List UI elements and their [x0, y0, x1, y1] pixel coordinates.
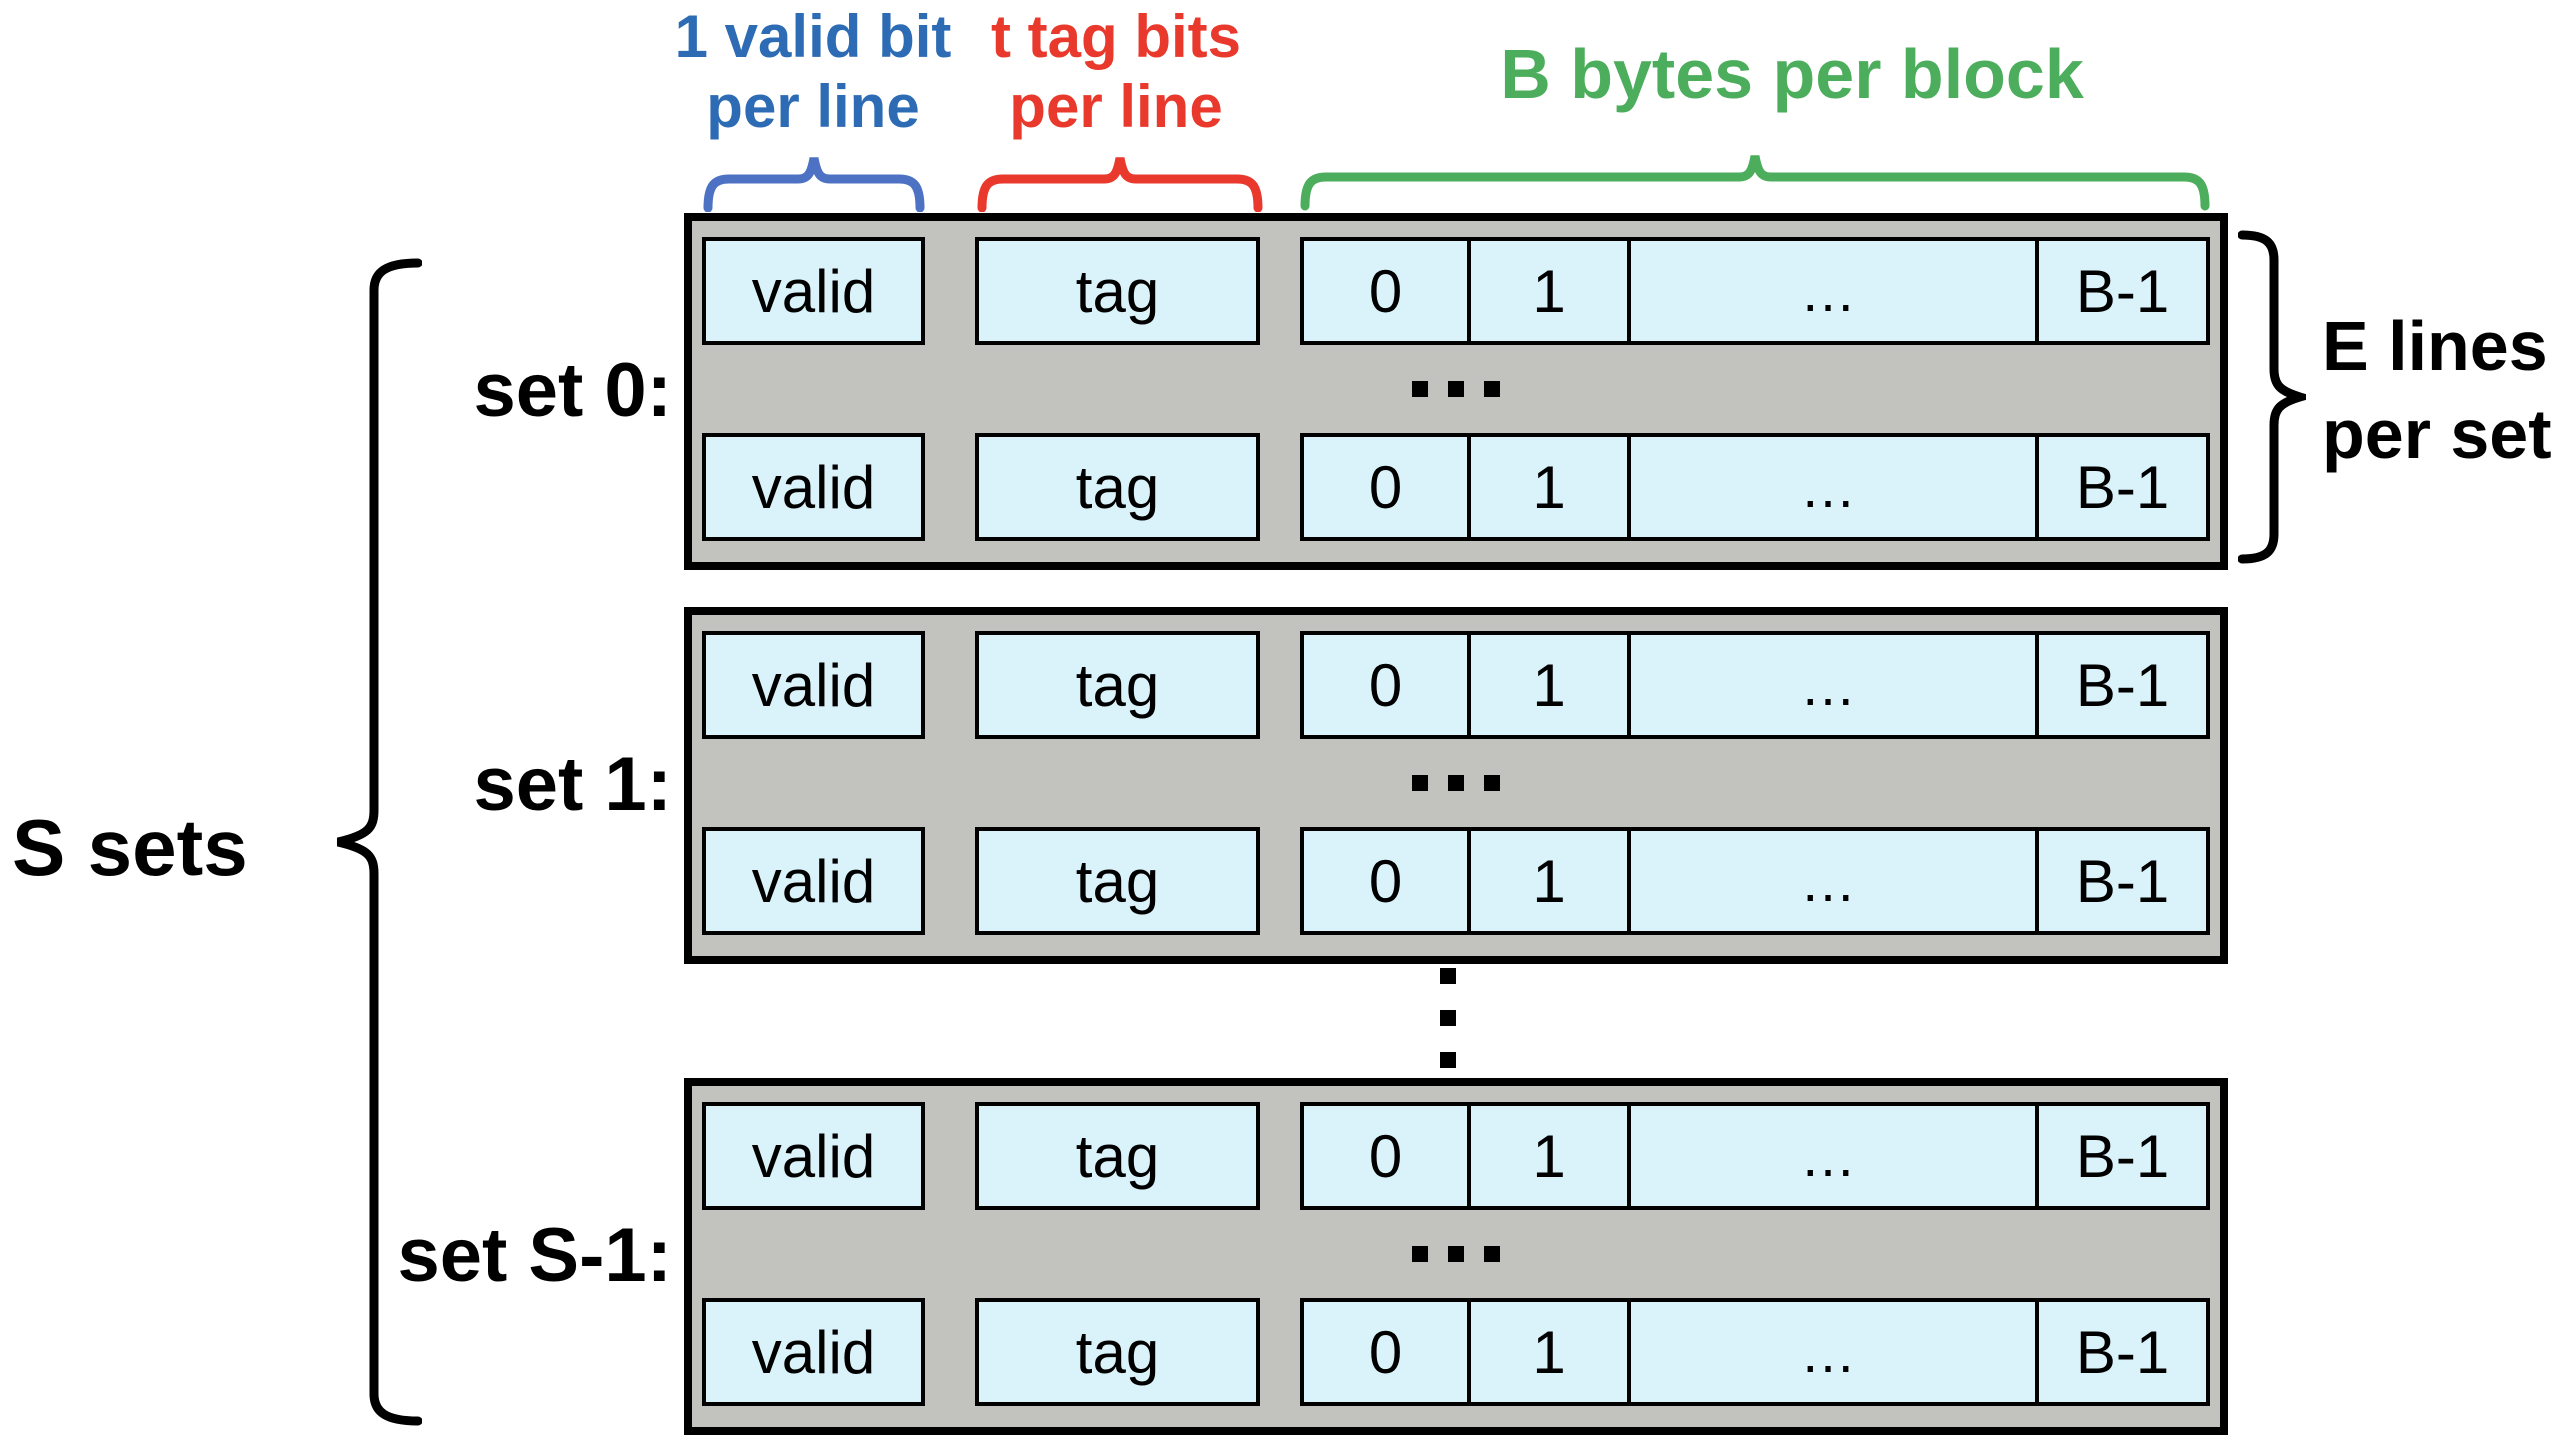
byte-0-cell: 0 — [1300, 433, 1471, 541]
block-brace-icon — [1300, 155, 2210, 211]
ellipsis-dot — [1484, 775, 1500, 791]
tag-cell: tag — [975, 1298, 1260, 1406]
cache-line: valid tag 0 1 … B-1 — [692, 827, 2220, 935]
ellipsis-dot — [1484, 381, 1500, 397]
e-lines-label-line2: per set — [2322, 395, 2552, 473]
byte-ellipsis-cell: … — [1627, 1102, 2039, 1210]
byte-b-1-cell: B-1 — [2035, 631, 2210, 739]
ellipsis-dot — [1440, 1010, 1456, 1026]
e-lines-label-line1: E lines — [2322, 307, 2548, 385]
byte-b-1-cell: B-1 — [2035, 1102, 2210, 1210]
byte-ellipsis-cell: … — [1627, 827, 2039, 935]
valid-cell: valid — [702, 433, 925, 541]
s-sets-label: S sets — [12, 803, 248, 892]
ellipsis-dot — [1484, 1246, 1500, 1262]
ellipsis-dot — [1412, 775, 1428, 791]
byte-1-cell: 1 — [1467, 631, 1631, 739]
tag-cell: tag — [975, 1102, 1260, 1210]
valid-cell: valid — [702, 1298, 925, 1406]
byte-1-cell: 1 — [1467, 433, 1631, 541]
byte-ellipsis-cell: … — [1627, 1298, 2039, 1406]
tag-cell: tag — [975, 827, 1260, 935]
byte-0-cell: 0 — [1300, 631, 1471, 739]
set-1-label: set 1: — [473, 742, 672, 827]
e-lines-label: E lines per set — [2322, 302, 2552, 478]
s-sets-brace-icon — [336, 258, 422, 1426]
ellipsis-dot — [1448, 1246, 1464, 1262]
block-bytes-group: 0 1 … B-1 — [1300, 631, 2210, 739]
set-s-1-label: set S-1: — [397, 1213, 672, 1298]
byte-1-cell: 1 — [1467, 1298, 1631, 1406]
byte-ellipsis-cell: … — [1627, 433, 2039, 541]
e-lines-brace-icon — [2238, 230, 2306, 564]
ellipsis-dot — [1448, 381, 1464, 397]
set-s-1-box: valid tag 0 1 … B-1 valid tag 0 1 … B-1 — [684, 1078, 2228, 1435]
valid-cell: valid — [702, 237, 925, 345]
byte-0-cell: 0 — [1300, 1298, 1471, 1406]
byte-1-cell: 1 — [1467, 1102, 1631, 1210]
ellipsis-dot — [1440, 968, 1456, 984]
valid-cell: valid — [702, 827, 925, 935]
valid-brace-icon — [703, 157, 925, 212]
ellipsis-dot — [1412, 381, 1428, 397]
byte-1-cell: 1 — [1467, 237, 1631, 345]
valid-bit-label-line2: per line — [706, 73, 920, 140]
byte-b-1-cell: B-1 — [2035, 433, 2210, 541]
cache-line: valid tag 0 1 … B-1 — [692, 1102, 2220, 1210]
byte-0-cell: 0 — [1300, 827, 1471, 935]
block-bytes-group: 0 1 … B-1 — [1300, 237, 2210, 345]
cache-line: valid tag 0 1 … B-1 — [692, 1298, 2220, 1406]
byte-b-1-cell: B-1 — [2035, 1298, 2210, 1406]
block-bytes-label: B bytes per block — [1500, 35, 2084, 113]
set-0-label: set 0: — [473, 348, 672, 433]
ellipsis-dot — [1440, 1052, 1456, 1068]
valid-bit-label-line1: 1 valid bit — [674, 3, 952, 70]
byte-b-1-cell: B-1 — [2035, 237, 2210, 345]
ellipsis-dot — [1448, 775, 1464, 791]
tag-bits-label-line1: t tag bits — [991, 3, 1241, 70]
more-lines-ellipsis — [1412, 775, 1500, 791]
set-1-box: valid tag 0 1 … B-1 valid tag 0 1 … B-1 — [684, 607, 2228, 964]
more-lines-ellipsis — [1412, 381, 1500, 397]
set-0-box: valid tag 0 1 … B-1 valid tag 0 1 … B-1 — [684, 213, 2228, 570]
tag-cell: tag — [975, 433, 1260, 541]
ellipsis-dot — [1412, 1246, 1428, 1262]
byte-1-cell: 1 — [1467, 827, 1631, 935]
cache-line: valid tag 0 1 … B-1 — [692, 631, 2220, 739]
block-bytes-group: 0 1 … B-1 — [1300, 1298, 2210, 1406]
byte-0-cell: 0 — [1300, 237, 1471, 345]
tag-bits-label-line2: per line — [1009, 73, 1223, 140]
block-bytes-group: 0 1 … B-1 — [1300, 1102, 2210, 1210]
byte-0-cell: 0 — [1300, 1102, 1471, 1210]
cache-line: valid tag 0 1 … B-1 — [692, 237, 2220, 345]
valid-cell: valid — [702, 1102, 925, 1210]
cache-line: valid tag 0 1 … B-1 — [692, 433, 2220, 541]
more-sets-ellipsis — [1440, 968, 1456, 1068]
block-bytes-group: 0 1 … B-1 — [1300, 827, 2210, 935]
byte-ellipsis-cell: … — [1627, 237, 2039, 345]
valid-bit-label: 1 valid bit per line — [675, 2, 952, 142]
byte-ellipsis-cell: … — [1627, 631, 2039, 739]
tag-cell: tag — [975, 237, 1260, 345]
more-lines-ellipsis — [1412, 1246, 1500, 1262]
tag-cell: tag — [975, 631, 1260, 739]
tag-bits-label: t tag bits per line — [991, 2, 1241, 142]
valid-cell: valid — [702, 631, 925, 739]
byte-b-1-cell: B-1 — [2035, 827, 2210, 935]
tag-brace-icon — [977, 157, 1263, 212]
block-bytes-group: 0 1 … B-1 — [1300, 433, 2210, 541]
